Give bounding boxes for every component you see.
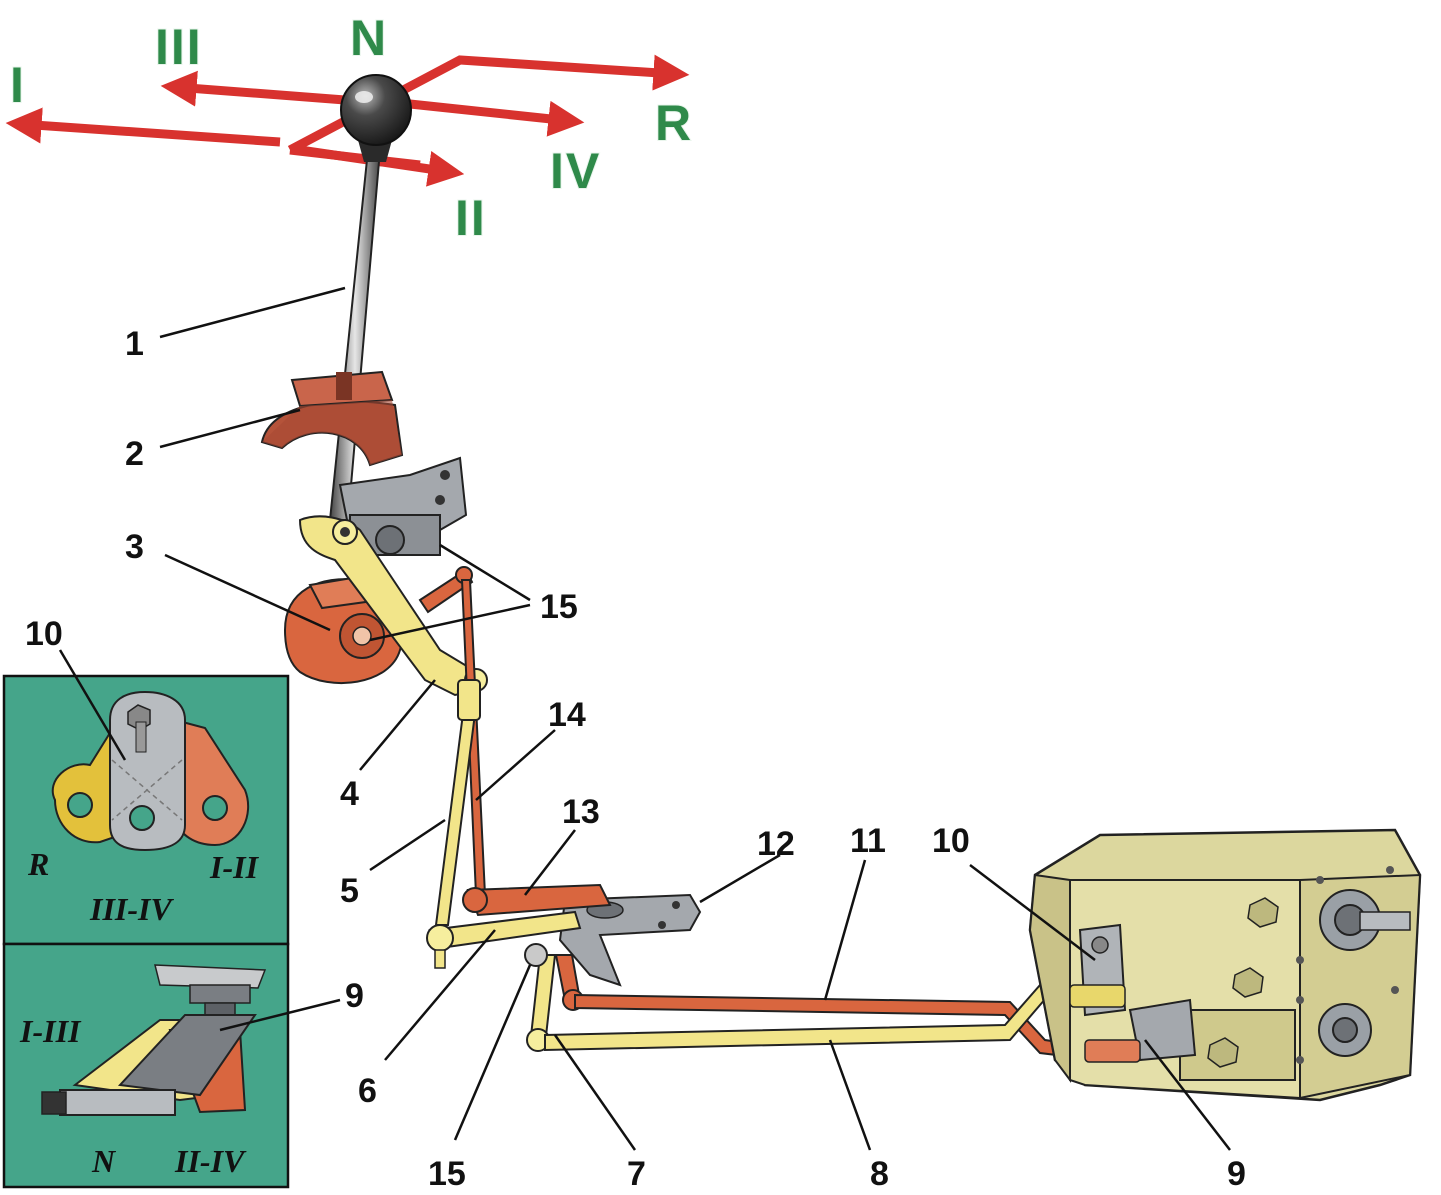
gear-label-second: II xyxy=(455,190,487,246)
lever-knob xyxy=(340,74,412,146)
yellow-intermediate-lever xyxy=(426,910,582,969)
callout-6: 6 xyxy=(358,1072,377,1110)
callout-9: 9 xyxy=(1227,1155,1246,1193)
gearbox-housing xyxy=(1028,828,1422,1102)
callout-8: 8 xyxy=(870,1155,889,1193)
callout-numbers: 1 2 3 15 10 4 14 13 12 11 10 5 6 9 15 7 … xyxy=(25,325,1246,1193)
red-intermediate-lever xyxy=(462,883,612,917)
inset-label-n: N xyxy=(91,1143,117,1179)
gear-label-first: I xyxy=(10,57,26,113)
callout-1: 1 xyxy=(125,325,144,363)
callout-9-inset: 9 xyxy=(345,977,364,1015)
gear-label-neutral: N xyxy=(350,10,388,66)
long-shift-rods xyxy=(544,983,1102,1062)
callout-10: 10 xyxy=(932,822,970,860)
inset-panel-bottom: I-III N II-IV xyxy=(2,942,290,1189)
callout-13: 13 xyxy=(562,793,600,831)
upper-bracket xyxy=(338,456,468,556)
callout-10-inset: 10 xyxy=(25,615,63,653)
inset-label-i-iii: I-III xyxy=(19,1013,82,1049)
gear-label-reverse: R xyxy=(655,95,693,151)
gear-labels: I III N II IV R xyxy=(9,9,693,247)
leader-lines xyxy=(58,286,1231,1151)
callout-14: 14 xyxy=(548,696,586,734)
callout-12: 12 xyxy=(757,825,795,863)
inset-panel-top: R I-II III-IV xyxy=(2,674,290,946)
callout-2: 2 xyxy=(125,435,144,473)
callout-3: 3 xyxy=(125,528,144,566)
callout-4: 4 xyxy=(340,775,359,813)
lower-bracket xyxy=(558,893,702,987)
inset-label-r: R xyxy=(27,846,49,882)
gear-label-third: III xyxy=(155,19,203,75)
callout-15-upper: 15 xyxy=(540,588,578,626)
inset-label-i-ii: I-II xyxy=(209,849,260,885)
gear-label-fourth: IV xyxy=(550,143,601,199)
callout-7: 7 xyxy=(627,1155,646,1193)
callout-15-lower: 15 xyxy=(428,1155,466,1193)
inset-label-iii-iv: III-IV xyxy=(89,891,174,927)
yellow-rod xyxy=(434,679,481,926)
callout-5: 5 xyxy=(340,872,359,910)
lower-vertical-levers xyxy=(524,943,584,1052)
inset-label-ii-iv: II-IV xyxy=(174,1143,247,1179)
callout-11: 11 xyxy=(850,822,886,860)
lever-support xyxy=(260,370,404,467)
